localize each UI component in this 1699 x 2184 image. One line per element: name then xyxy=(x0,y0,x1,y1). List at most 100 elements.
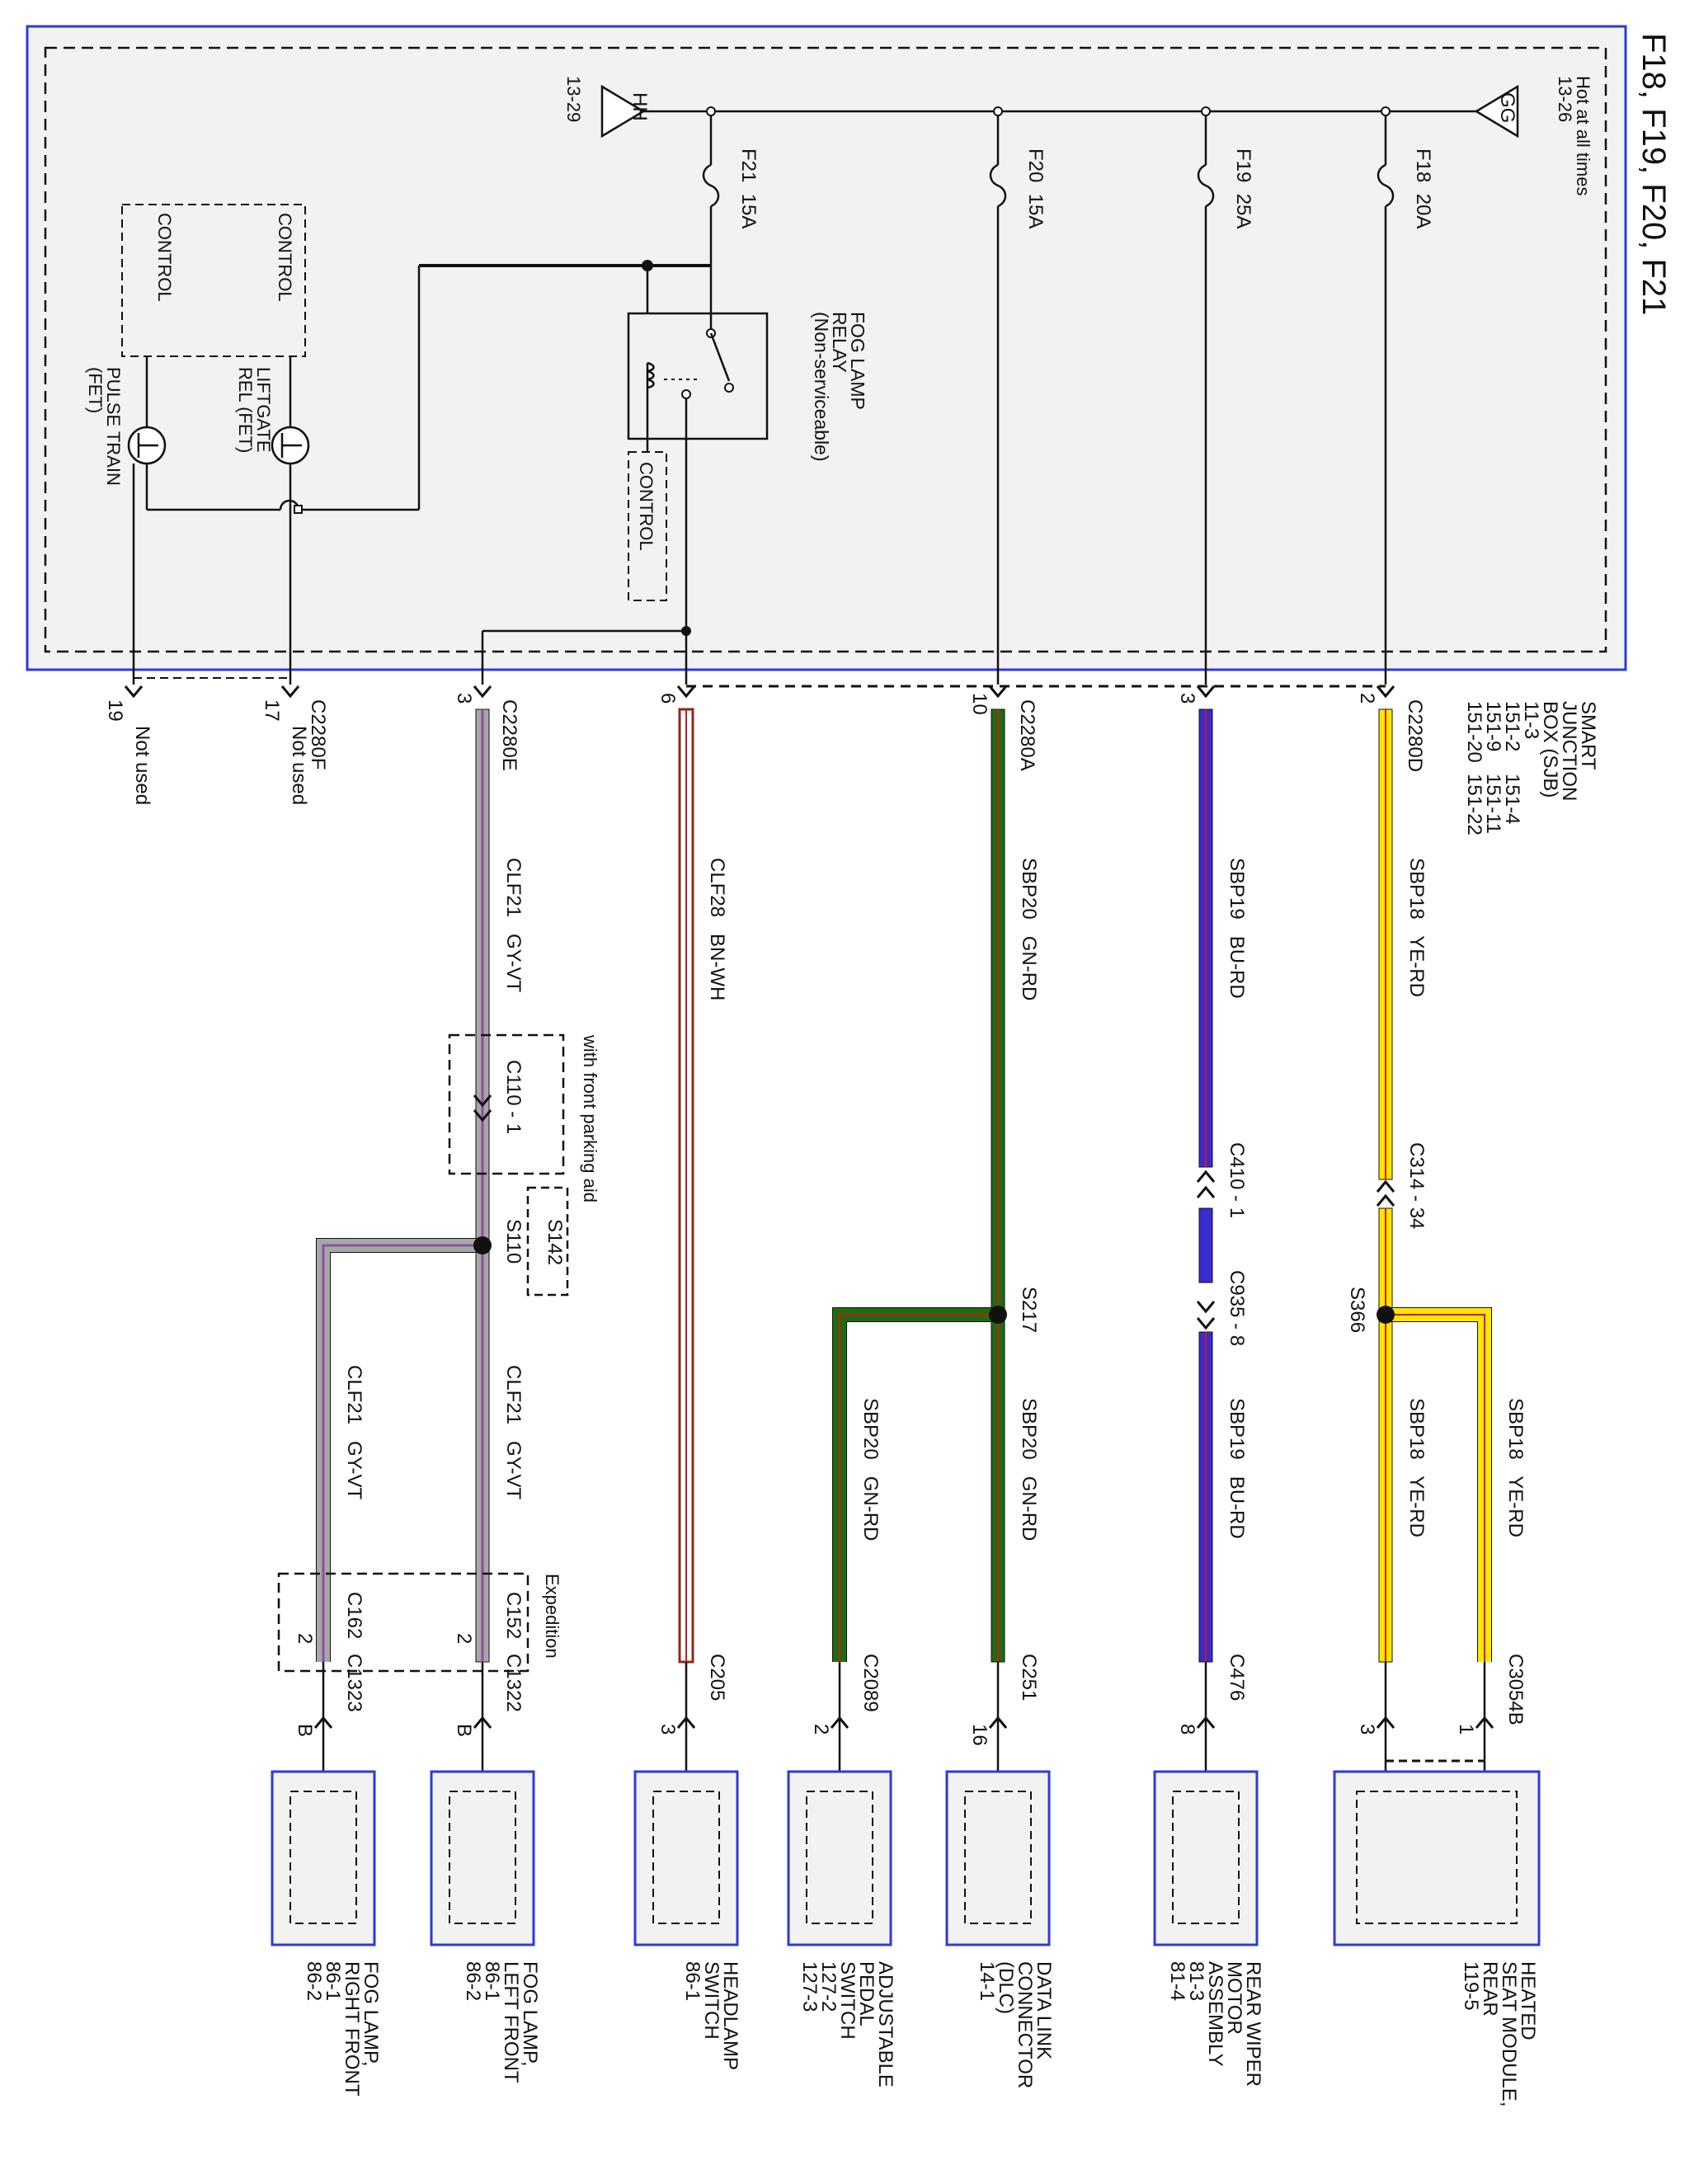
svg-text:RELAY: RELAY xyxy=(829,312,850,373)
svg-text:SBP18 YE-RD: SBP18 YE-RD xyxy=(1504,1398,1527,1537)
svg-text:3: 3 xyxy=(1176,693,1198,704)
svg-text:86-1: 86-1 xyxy=(681,1961,704,2001)
svg-text:CONTROL: CONTROL xyxy=(275,213,295,302)
svg-text:REAR: REAR xyxy=(1479,1961,1501,2017)
svg-text:1: 1 xyxy=(1455,1724,1477,1734)
svg-text:2: 2 xyxy=(810,1724,832,1734)
svg-text:S366: S366 xyxy=(1346,1287,1368,1333)
hh-tag: HH xyxy=(628,92,651,121)
svg-text:C476: C476 xyxy=(1226,1654,1248,1701)
svg-text:(Non-serviceable): (Non-serviceable) xyxy=(811,312,832,462)
svg-text:C1323: C1323 xyxy=(343,1654,365,1712)
inline-c935: C935 - 8 xyxy=(1196,1270,1248,1346)
svg-text:REL (FET): REL (FET) xyxy=(235,367,256,453)
relay-control: CONTROL xyxy=(628,451,667,601)
svg-text:SBP18 YE-RD: SBP18 YE-RD xyxy=(1405,858,1428,997)
wire-clf28: CLF28 BN-WH xyxy=(678,708,728,1664)
load-adjustable-pedal-switch: C2089 2 ADJUSTABLE PEDAL SWITCH 127-2 12… xyxy=(787,1654,897,2088)
svg-text:B: B xyxy=(294,1724,316,1737)
fuse-f18: F18 20A xyxy=(1377,115,1434,228)
svg-text:86-2: 86-2 xyxy=(303,1961,325,2001)
svg-text:HEATED: HEATED xyxy=(1517,1961,1539,2040)
hot-tag: GG xyxy=(1496,92,1518,123)
fog-lamp-relay: FOG LAMP RELAY (Non-serviceable) xyxy=(627,266,868,631)
svg-text:FOG LAMP,: FOG LAMP, xyxy=(360,1961,382,2067)
svg-text:86-2: 86-2 xyxy=(462,1961,484,2001)
svg-text:F21 15A: F21 15A xyxy=(737,148,760,228)
svg-text:SBP19 BU-RD: SBP19 BU-RD xyxy=(1226,858,1248,999)
svg-text:8: 8 xyxy=(1176,1724,1198,1734)
svg-text:3: 3 xyxy=(453,693,475,704)
svg-text:81-3: 81-3 xyxy=(1185,1961,1207,2001)
wire-sbp19: SBP19 BU-RD SBP19 BU-RD xyxy=(1198,708,1248,1663)
svg-text:C162: C162 xyxy=(343,1592,365,1639)
svg-text:C3054B: C3054B xyxy=(1504,1654,1527,1725)
svg-text:PEDAL: PEDAL xyxy=(855,1961,878,2026)
load-fog-lamp-right-front: C1323 B FOG LAMP, RIGHT FRONT 86-1 86-2 xyxy=(271,1654,382,2097)
svg-text:11-3: 11-3 xyxy=(1520,701,1542,739)
inline-c410: C410 - 1 xyxy=(1196,1142,1248,1218)
load-rear-wiper-motor: C476 8 REAR WIPER MOTOR ASSEMBLY 81-3 81… xyxy=(1153,1654,1264,2087)
svg-text:CONNECTOR: CONNECTOR xyxy=(1014,1961,1036,2088)
svg-text:151-9 151-11: 151-9 151-11 xyxy=(1482,701,1504,834)
svg-text:CONTROL: CONTROL xyxy=(154,213,175,302)
wire-clf21: CLF21 GY-VT CLF21 GY-VT CLF21 GY-VT xyxy=(316,708,525,1663)
wire-sbp20: SBP20 GN-RD SBP20 GN-RD SBP20 GN-RD xyxy=(832,708,1040,1663)
sjb-name: SMART JUNCTION BOX (SJB) 11-3 151-2 151-… xyxy=(1463,701,1599,835)
svg-text:19: 19 xyxy=(104,699,126,722)
inline-c110: C110 - 1 with front parking aid xyxy=(448,1033,600,1203)
svg-text:FOG LAMP,: FOG LAMP, xyxy=(519,1961,541,2067)
svg-text:REAR WIPER: REAR WIPER xyxy=(1242,1961,1264,2087)
svg-text:C251: C251 xyxy=(1018,1654,1040,1701)
svg-text:2: 2 xyxy=(1356,693,1378,704)
svg-text:B: B xyxy=(453,1724,475,1737)
svg-text:C314 - 34: C314 - 34 xyxy=(1405,1142,1428,1229)
svg-text:SMART: SMART xyxy=(1577,701,1599,770)
svg-text:(DLC): (DLC) xyxy=(995,1961,1017,2014)
svg-text:S110: S110 xyxy=(502,1219,525,1264)
svg-text:F20 15A: F20 15A xyxy=(1024,148,1047,228)
svg-text:C2089: C2089 xyxy=(859,1654,882,1712)
svg-text:CLF21 GY-VT: CLF21 GY-VT xyxy=(343,1365,365,1500)
svg-text:14-1: 14-1 xyxy=(976,1961,998,2001)
svg-text:SBP19 BU-RD: SBP19 BU-RD xyxy=(1226,1398,1248,1539)
svg-text:127-2: 127-2 xyxy=(817,1961,840,2012)
svg-text:JUNCTION: JUNCTION xyxy=(1558,701,1580,801)
inline-c152-c162: Expedition C152 C162 2 2 xyxy=(277,1572,562,1673)
svg-text:F18 20A: F18 20A xyxy=(1412,148,1434,228)
svg-text:C110 - 1: C110 - 1 xyxy=(502,1060,525,1134)
svg-text:PULSE TRAIN: PULSE TRAIN xyxy=(103,367,124,486)
svg-text:151-20 151-22: 151-20 151-22 xyxy=(1463,701,1485,835)
svg-text:Not used: Not used xyxy=(131,726,153,805)
sjb-inner-dashed xyxy=(44,46,1607,653)
sjb-connector-arrows xyxy=(124,685,1395,698)
load-heated-seat-module: C3054B 1 3 HEATED SEAT MODULE, REAR 119-… xyxy=(1333,1654,1541,2106)
svg-text:10: 10 xyxy=(968,693,991,715)
svg-text:CLF21 GY-VT: CLF21 GY-VT xyxy=(502,1365,525,1500)
hh-ref: 13-29 xyxy=(563,76,584,122)
hot-source-flag xyxy=(1474,84,1519,139)
load-fog-lamp-left-front: C1322 B FOG LAMP, LEFT FRONT 86-1 86-2 xyxy=(430,1654,541,2083)
svg-text:S217: S217 xyxy=(1018,1287,1040,1333)
sjb-module xyxy=(26,25,1627,671)
svg-text:CLF21 GY-VT: CLF21 GY-VT xyxy=(502,858,525,993)
svg-text:CLF28 BN-WH: CLF28 BN-WH xyxy=(706,858,728,1000)
svg-text:17: 17 xyxy=(261,699,283,722)
svg-text:SBP20 GN-RD: SBP20 GN-RD xyxy=(1018,858,1040,1000)
sjb-frame xyxy=(26,25,1627,671)
svg-text:BOX (SJB): BOX (SJB) xyxy=(1539,701,1561,798)
svg-text:FOG LAMP: FOG LAMP xyxy=(847,312,868,410)
svg-text:3: 3 xyxy=(1356,1724,1378,1734)
svg-text:ASSEMBLY: ASSEMBLY xyxy=(1204,1961,1226,2067)
svg-text:6: 6 xyxy=(657,693,679,704)
svg-text:S142: S142 xyxy=(544,1219,566,1265)
svg-text:Expedition: Expedition xyxy=(542,1574,562,1659)
wire-sbp18: SBP18 YE-RD SBP18 YE-RD SBP18 YE-RD xyxy=(1378,708,1527,1663)
svg-text:2: 2 xyxy=(453,1633,475,1644)
svg-text:SWITCH: SWITCH xyxy=(700,1961,722,2040)
svg-text:3: 3 xyxy=(657,1724,679,1734)
svg-text:LIFTGATE: LIFTGATE xyxy=(253,367,274,453)
svg-text:C2280A: C2280A xyxy=(1016,699,1038,771)
